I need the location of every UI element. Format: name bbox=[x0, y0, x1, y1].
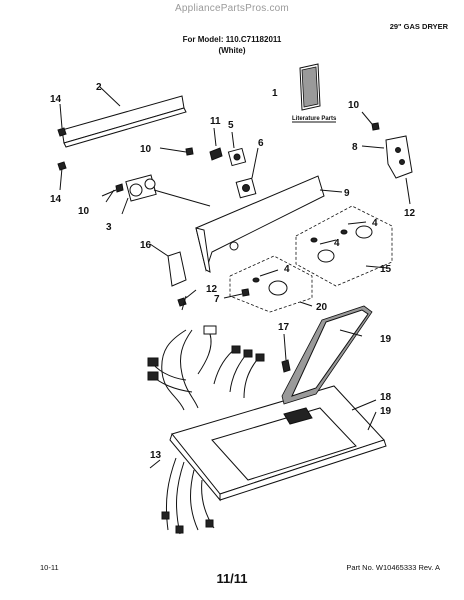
part-16 bbox=[149, 243, 187, 287]
callout-19a: 19 bbox=[380, 334, 392, 345]
callout-11: 11 bbox=[210, 116, 221, 127]
timer-assembly bbox=[121, 174, 211, 215]
screw-14-top bbox=[57, 103, 67, 137]
model-title: For Model: 110.C71182011 (White) bbox=[0, 34, 464, 56]
callout-16: 16 bbox=[140, 240, 152, 251]
callout-5: 5 bbox=[228, 120, 234, 131]
screw-10-center bbox=[159, 147, 194, 156]
callout-4c: 4 bbox=[284, 264, 290, 275]
screw-17 bbox=[281, 333, 291, 373]
part-number: Part No. W10465333 Rev. A bbox=[346, 563, 440, 572]
knob-group-15 bbox=[295, 205, 393, 287]
callout-4a: 4 bbox=[372, 218, 378, 229]
page-number: 11/11 bbox=[216, 571, 248, 586]
literature-label: Literature Parts bbox=[292, 116, 337, 122]
literature-parts: Literature Parts bbox=[292, 63, 337, 123]
callout-2: 2 bbox=[96, 82, 102, 93]
console-panel bbox=[195, 175, 343, 273]
callout-15: 15 bbox=[380, 264, 392, 275]
revision-date: 10-11 bbox=[40, 563, 59, 572]
callout-1: 1 bbox=[272, 88, 278, 99]
screw-10-right bbox=[361, 111, 380, 131]
product-type: 29" GAS DRYER bbox=[389, 22, 448, 31]
model-number: For Model: 110.C71182011 bbox=[182, 35, 282, 44]
callout-20: 20 bbox=[316, 302, 328, 313]
screw-7 bbox=[223, 288, 250, 299]
switch-5 bbox=[227, 131, 247, 167]
callout-9: 9 bbox=[344, 188, 350, 199]
callout-13: 13 bbox=[150, 450, 162, 461]
callout-10b: 10 bbox=[78, 206, 90, 217]
model-color: (White) bbox=[218, 46, 246, 55]
callout-12b: 12 bbox=[206, 284, 218, 295]
wire-harness bbox=[147, 325, 265, 535]
screw-10-left bbox=[101, 183, 124, 197]
callout-14a: 14 bbox=[50, 94, 62, 105]
switch-6 bbox=[235, 147, 259, 199]
console-back-panel bbox=[61, 86, 187, 148]
callout-8: 8 bbox=[352, 142, 358, 153]
callout-17: 17 bbox=[278, 322, 290, 333]
site-watermark: AppliancePartsPros.com bbox=[175, 3, 289, 14]
lint-filter bbox=[281, 305, 373, 405]
callout-7: 7 bbox=[214, 294, 220, 305]
callout-14b: 14 bbox=[50, 194, 62, 205]
callout-10a: 10 bbox=[140, 144, 152, 155]
callout-3: 3 bbox=[106, 222, 112, 233]
callout-18: 18 bbox=[380, 392, 392, 403]
callout-19b: 19 bbox=[380, 406, 392, 417]
screw-14-bottom bbox=[57, 161, 67, 191]
dryer-top-panel bbox=[169, 385, 387, 502]
callout-6: 6 bbox=[258, 138, 264, 149]
screw-12-left bbox=[177, 289, 197, 307]
callout-4b: 4 bbox=[334, 238, 340, 249]
callout-12a: 12 bbox=[404, 208, 416, 219]
control-bracket bbox=[361, 135, 413, 205]
callout-10c: 10 bbox=[348, 100, 360, 111]
part-11 bbox=[209, 127, 223, 161]
knob-group-20 bbox=[229, 255, 313, 313]
callout-labels: 1 2 3 4 4 4 5 6 7 8 9 10 10 10 11 12 12 … bbox=[50, 82, 416, 461]
